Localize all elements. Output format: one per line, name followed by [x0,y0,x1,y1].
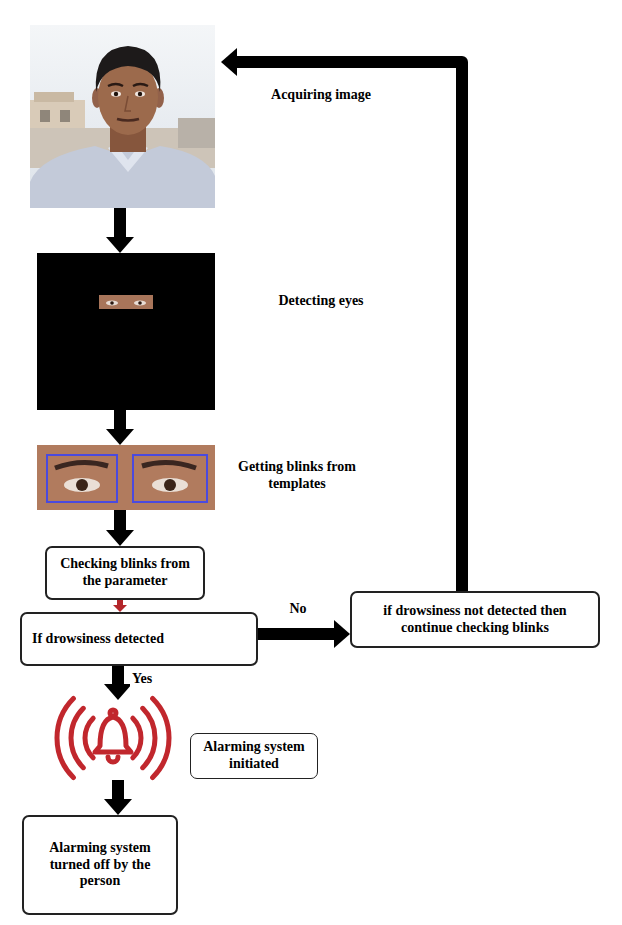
template-box [133,455,207,502]
sky [30,25,215,208]
bell-clapper [108,757,118,762]
iris [138,92,142,96]
arrow-shaft [114,510,126,530]
sound-wave [143,708,155,767]
eyebrow [133,84,148,86]
arrow-head [113,605,127,612]
person-photo [30,25,215,208]
eye [135,91,145,97]
window [60,110,70,122]
eye [106,301,118,306]
eye [64,478,100,492]
alarm-step: Alarming system initiated [40,700,190,780]
edge-label: Yes [130,671,154,688]
eye-strip [99,295,153,309]
box-text: If drowsiness detected [32,631,246,648]
eyebrow [55,462,108,468]
bell-body [95,717,131,752]
template-box [47,455,117,502]
process-box: Alarming system turned off by the person [22,815,178,915]
arrow-head [334,620,350,648]
arrow-head [106,429,134,445]
flow-arrow [113,600,127,612]
flow-arrow [106,208,134,253]
iris [114,92,118,96]
image-step: Getting blinks from templates [37,445,215,510]
arrow-shaft [237,62,462,591]
arrow-head [221,48,237,76]
sound-wave [133,718,141,758]
box-text: Checking blinks from the parameter [57,556,193,590]
arrow-head [104,684,132,700]
nose [125,96,131,111]
alarm-bell [57,698,169,777]
iris [164,479,176,491]
step-label: Detecting eyes [236,293,406,310]
arrow-head [104,799,132,815]
edge-label: No [287,601,308,618]
sound-wave [57,698,73,777]
eyebrow [108,84,123,86]
skin [37,445,215,510]
flow-arrow [221,48,462,591]
sound-wave [85,718,93,758]
iris [76,479,88,491]
arrow-shaft [114,410,126,429]
arrow-head [106,530,134,546]
eye-detection-image [37,253,215,410]
building-roof [34,92,74,102]
black-ground [37,253,215,410]
arrow-shaft [112,780,124,799]
step-label: Getting blinks from templates [237,459,357,493]
sound-wave [71,708,83,767]
mouth [117,119,139,121]
arrow-shaft [117,600,123,605]
flow-arrow [106,510,134,546]
eye [134,301,146,306]
flow-arrow [106,410,134,445]
iris [138,301,142,305]
arrow-shaft [114,208,126,237]
eyebrow [142,462,196,468]
step-label: Acquiring image [236,87,406,104]
decision-box: If drowsiness detected [20,612,258,666]
hair [96,46,161,92]
flow-arrow [104,780,132,815]
box-text: Alarming system turned off by the person [34,840,166,890]
step-label: Alarming system initiated [190,733,318,779]
eye [111,91,121,97]
image-step: Acquiring image [30,25,215,208]
process-box: if drowsiness not detected then continue… [350,591,600,648]
flow-arrow [258,620,350,648]
eye [152,478,188,492]
building [178,118,215,148]
eye-template-image [37,445,215,510]
iris [110,301,114,305]
box-text: if drowsiness not detected then continue… [362,603,588,637]
arrow-head [106,237,134,253]
sound-wave [153,698,169,777]
arrow-shaft [112,666,124,684]
window [40,110,50,122]
arrow-shaft [258,628,334,640]
image-step: Detecting eyes [37,253,215,410]
flow-arrow [104,666,132,700]
process-box: Checking blinks from the parameter [45,546,205,600]
